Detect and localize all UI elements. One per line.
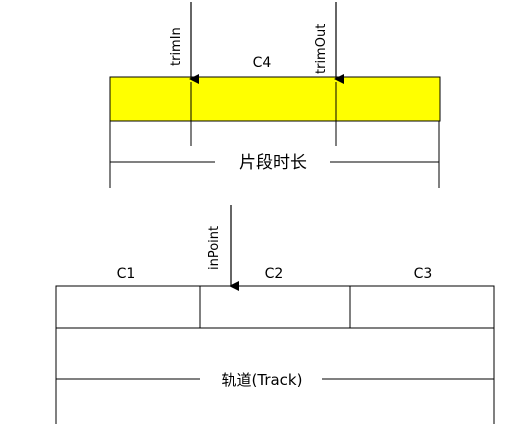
clip-c4-label: C4 [253,55,272,71]
clip-duration-dimension: 片段时长 [109,121,440,188]
trim-in-label: trimIn [169,27,184,66]
clip-section: C4 trimIn trimOut 片段时长 [109,2,441,188]
track-clip-c3-label: C3 [414,266,433,282]
trim-out-marker: trimOut [314,2,344,146]
in-point-label: inPoint [207,226,222,270]
track-length-dimension: 轨道(Track) [55,328,495,424]
track-clip-c2-box [199,285,351,329]
track-clip-c1-box [55,285,201,329]
track-clip-c1-label: C1 [117,266,136,282]
clip-c4-bar [109,76,441,122]
track-label: 轨道(Track) [222,371,303,389]
track-clip-c3-box [349,285,495,329]
trim-out-label: trimOut [314,24,329,74]
clip-duration-label: 片段时长 [239,153,307,173]
trim-in-marker: trimIn [169,2,199,146]
track-clip-c2-label: C2 [265,266,284,282]
in-point-marker: inPoint [207,205,239,291]
track-section: inPoint C1 C2 C3 轨道(Track) [55,205,495,424]
